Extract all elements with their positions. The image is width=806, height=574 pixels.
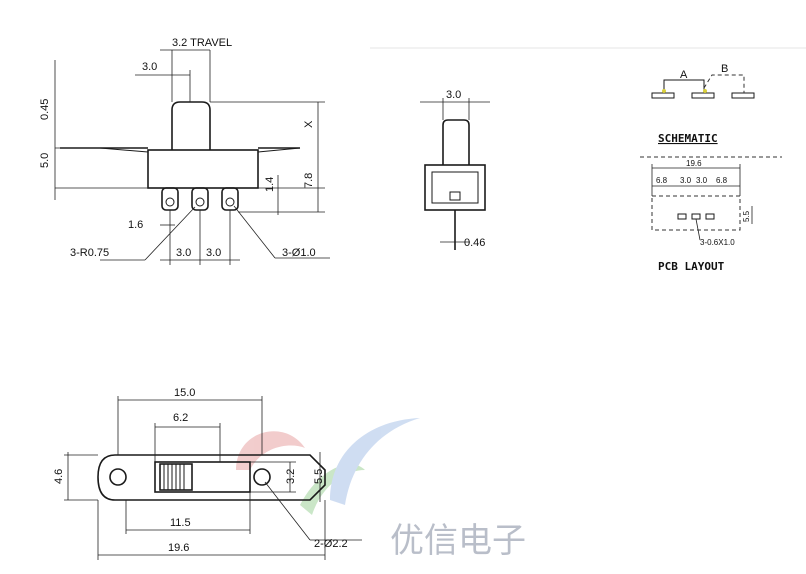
pcb-layout-title: PCB LAYOUT <box>658 260 725 273</box>
pcb-outline <box>651 195 741 231</box>
actuator-width-label: 3.0 <box>142 61 157 73</box>
top-view-flange <box>97 454 326 501</box>
dim-16-label: 1.6 <box>128 219 143 231</box>
schematic: A B SCHEMATIC <box>651 63 755 145</box>
switch-body <box>147 149 259 189</box>
side-view: 3.2 TRAVEL 3.0 0.45 5.0 X 7.8 1.4 1.6 3.… <box>39 37 330 265</box>
top-dim-46-label: 4.6 <box>53 469 65 484</box>
actuator-outline <box>171 101 211 150</box>
end-view: 3.0 0.46 <box>420 89 490 250</box>
end-view-width-label: 3.0 <box>446 89 461 101</box>
schematic-contact-2 <box>691 92 715 99</box>
top-dim-150-label: 15.0 <box>174 387 195 399</box>
top-dim-115-label: 11.5 <box>170 517 191 529</box>
schematic-marker-1 <box>662 89 666 93</box>
schematic-label-b: B <box>721 63 728 75</box>
mount-hole-left <box>109 468 127 486</box>
pcb-d4-label: 6.8 <box>716 176 728 185</box>
terminals <box>161 187 239 211</box>
top-dim-55-label: 5.5 <box>313 469 325 484</box>
radius-label: 3-R0.75 <box>70 247 109 259</box>
pcb-pad-label: 3-0.6X1.0 <box>700 238 735 247</box>
pcb-d2-label: 3.0 <box>680 176 692 185</box>
dim-x-label: X <box>303 120 315 128</box>
schematic-title: SCHEMATIC <box>658 132 718 145</box>
schematic-marker-2 <box>703 89 707 93</box>
watermark-text: 优信电子 <box>390 521 526 561</box>
end-view-pin-label: 0.46 <box>464 237 485 249</box>
schematic-contact-1 <box>651 92 675 99</box>
top-dim-196-label: 19.6 <box>168 542 189 554</box>
pcb-layout: 19.6 6.8 3.0 3.0 6.8 5.5 3-0.6X1.0 PCB L… <box>651 159 753 273</box>
dim-50-label: 5.0 <box>39 153 51 168</box>
travel-dim-label: 3.2 TRAVEL <box>172 37 232 49</box>
pitch-2-label: 3.0 <box>206 247 221 259</box>
top-view-body <box>154 461 251 493</box>
dim-14-label: 1.4 <box>264 177 276 192</box>
pitch-1-label: 3.0 <box>176 247 191 259</box>
schematic-contact-3 <box>731 92 755 99</box>
hole-diameter-label: 3-Ø1.0 <box>282 247 316 259</box>
pcb-overall-label: 19.6 <box>686 159 702 168</box>
pcb-d3-label: 3.0 <box>696 176 708 185</box>
mount-hole-right <box>253 468 271 486</box>
top-hole-label: 2-Ø2.2 <box>314 538 348 550</box>
schematic-label-a: A <box>680 69 688 81</box>
pcb-pad-3 <box>705 213 715 220</box>
watermark-logo <box>236 418 420 515</box>
top-dim-32-label: 3.2 <box>285 469 297 484</box>
pcb-height-label: 5.5 <box>742 210 751 222</box>
pcb-d1-label: 6.8 <box>656 176 668 185</box>
knob-ridges <box>163 464 185 490</box>
top-dim-62-label: 6.2 <box>173 412 188 424</box>
pcb-pad-1 <box>677 213 687 220</box>
top-view: 15.0 6.2 4.6 3.2 5.5 11.5 19.6 2-Ø2.2 <box>53 387 362 560</box>
pcb-pad-2 <box>691 213 701 220</box>
dim-045-label: 0.45 <box>39 99 51 120</box>
dim-78-label: 7.8 <box>303 173 315 188</box>
